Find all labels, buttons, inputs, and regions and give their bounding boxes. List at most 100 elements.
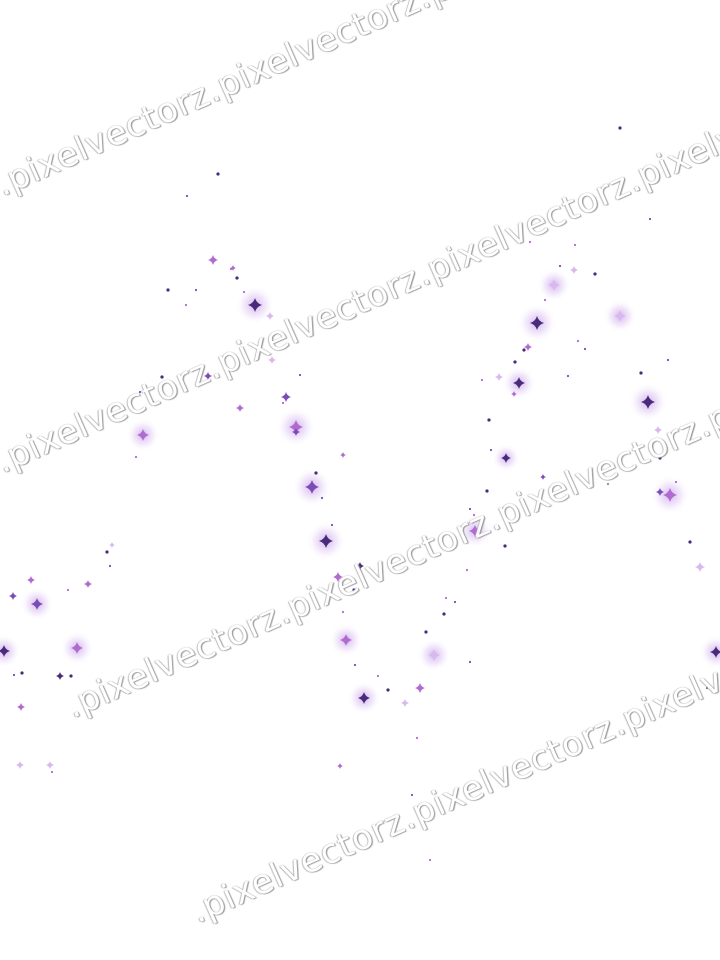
sparkle-star: [208, 255, 218, 265]
sparkle-dot: [314, 471, 318, 475]
dot-layer: [12, 126, 709, 862]
sparkle-dot: [618, 126, 622, 130]
sparkle-dot: [194, 288, 198, 292]
sparkle-dot: [320, 496, 324, 500]
sparkle-star: [305, 480, 319, 494]
sparkle-dot: [353, 663, 357, 667]
sparkle-star: [530, 316, 544, 330]
sparkle-dot: [468, 507, 472, 511]
sparkle-star: [9, 592, 17, 600]
sparkle-dot: [216, 172, 220, 176]
star-layer: [0, 255, 720, 769]
sparkle-star: [17, 703, 25, 711]
sparkle-star: [428, 649, 440, 661]
sparkle-star: [0, 645, 10, 657]
sparkle-star: [31, 598, 43, 610]
sparkle-dot: [472, 513, 476, 517]
sparkle-dot: [160, 375, 164, 379]
sparkle-dot: [593, 272, 597, 276]
sparkle-star: [236, 404, 244, 412]
sparkle-dot: [242, 290, 246, 294]
sparkle-dot: [330, 523, 334, 527]
sparkle-dot: [487, 418, 491, 422]
sparkle-dot: [184, 303, 188, 307]
sparkle-dot: [444, 596, 448, 600]
sparkle-dot: [566, 374, 570, 378]
sparkle-dot: [688, 540, 692, 544]
sparkle-star: [281, 392, 291, 402]
sparkle-star: [401, 699, 409, 707]
sparkle-star: [248, 298, 262, 312]
sparkle-star: [654, 426, 662, 434]
sparkle-dot: [543, 298, 547, 302]
sparkle-dot: [503, 544, 507, 548]
sparkle-star: [268, 356, 276, 364]
sparkle-dot: [428, 858, 432, 862]
sparkle-dot: [376, 674, 380, 678]
sparkle-dot: [50, 770, 54, 774]
sparkle-dot: [229, 267, 233, 271]
sparkle-dot: [489, 448, 493, 452]
sparkle-star: [501, 453, 511, 463]
sparkle-star: [230, 265, 236, 271]
sparkle-star: [109, 542, 115, 548]
sparkle-star: [656, 488, 664, 496]
sparkle-star: [84, 580, 92, 588]
sparkle-dot: [658, 456, 662, 460]
sparkle-dot: [151, 400, 155, 404]
sparkle-dot: [606, 482, 610, 486]
sparkle-dot: [386, 688, 390, 692]
sparkle-star: [524, 343, 532, 351]
sparkle-dot: [108, 564, 112, 568]
sparkle-star: [415, 683, 425, 693]
sparkle-star: [289, 420, 303, 434]
sparkle-dot: [465, 568, 469, 572]
sparkle-dot: [666, 358, 670, 362]
sparkle-star: [337, 763, 343, 769]
sparkle-star: [356, 562, 364, 570]
sparkle-star: [16, 761, 24, 769]
sparkle-star: [292, 428, 300, 436]
sparkle-dot: [513, 360, 517, 364]
sparkle-star: [56, 672, 64, 680]
glow-layer: [0, 268, 720, 715]
sparkle-dot: [705, 686, 709, 690]
sparkle-dot: [648, 217, 652, 221]
sparkle-star: [710, 646, 720, 658]
sparkle-dot: [105, 550, 109, 554]
sparkle-star: [319, 534, 333, 548]
sparkle-star: [137, 429, 149, 441]
sparkle-dot: [138, 390, 142, 394]
sparkle-dot: [576, 339, 580, 343]
sparkle-dot: [424, 630, 428, 634]
sparkle-star: [570, 266, 578, 274]
sparkle-star: [340, 634, 352, 646]
sparkle-star: [540, 474, 546, 480]
sparkle-star: [469, 525, 481, 537]
sparkle-dot: [528, 240, 532, 244]
sparkle-dot: [485, 489, 489, 493]
sparkle-dot: [352, 588, 356, 592]
sparkle-dot: [281, 401, 285, 405]
sparkle-star: [663, 488, 677, 502]
sparkle-dot: [185, 194, 189, 198]
sparkle-dot: [12, 673, 16, 677]
sparkle-star: [266, 312, 274, 320]
sparkle-star: [333, 572, 343, 582]
sparkle-star: [27, 576, 35, 584]
sparkle-dot: [674, 480, 678, 484]
sparkle-dot: [134, 455, 138, 459]
sparkle-star: [614, 310, 626, 322]
sparkle-dot: [583, 347, 587, 351]
sparkle-glow: [699, 635, 720, 669]
sparkle-dot: [480, 378, 484, 382]
sparkle-dot: [558, 264, 562, 268]
sparkle-dot: [639, 371, 643, 375]
sparkle-dot: [235, 276, 239, 280]
sparkle-star: [695, 562, 705, 572]
sparkle-dot: [341, 610, 345, 614]
sparkle-dot: [573, 243, 577, 247]
sparkle-star: [358, 692, 370, 704]
sparkle-dot: [298, 373, 302, 377]
